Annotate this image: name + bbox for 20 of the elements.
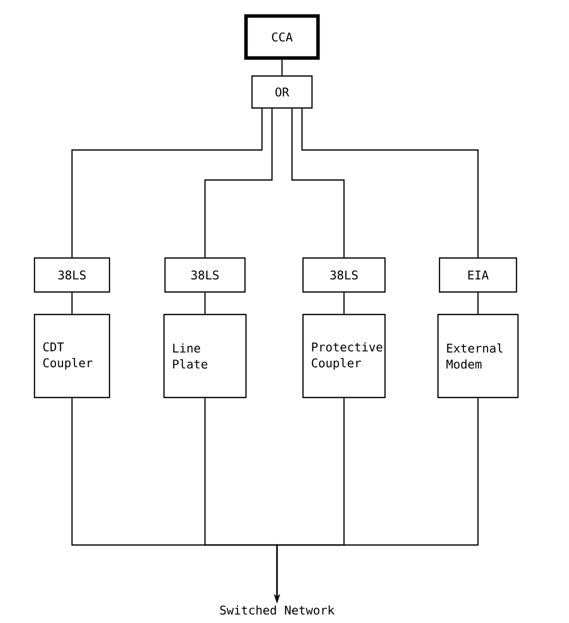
connector-line	[477, 292, 479, 314]
process-box: EIA	[438, 257, 518, 293]
process-box: 38LS	[302, 257, 386, 293]
connector-line	[301, 108, 479, 258]
process-box: Line Plate	[163, 314, 247, 398]
process-box: OR	[251, 75, 313, 109]
process-box: 38LS	[34, 257, 110, 293]
connector-line	[71, 108, 263, 258]
connector-line	[281, 60, 283, 76]
process-box: CDT Coupler	[34, 314, 110, 398]
process-box: 38LS	[164, 257, 246, 293]
connector-line	[71, 292, 73, 314]
connector-line	[291, 108, 345, 258]
process-box: CCA	[244, 14, 320, 60]
connector-line	[343, 292, 345, 314]
process-box: External Modem	[437, 314, 519, 398]
output-label: Switched Network	[220, 605, 334, 615]
connector-line	[204, 108, 273, 258]
connector-line	[204, 292, 206, 314]
process-box: Protective Coupler	[302, 314, 386, 398]
